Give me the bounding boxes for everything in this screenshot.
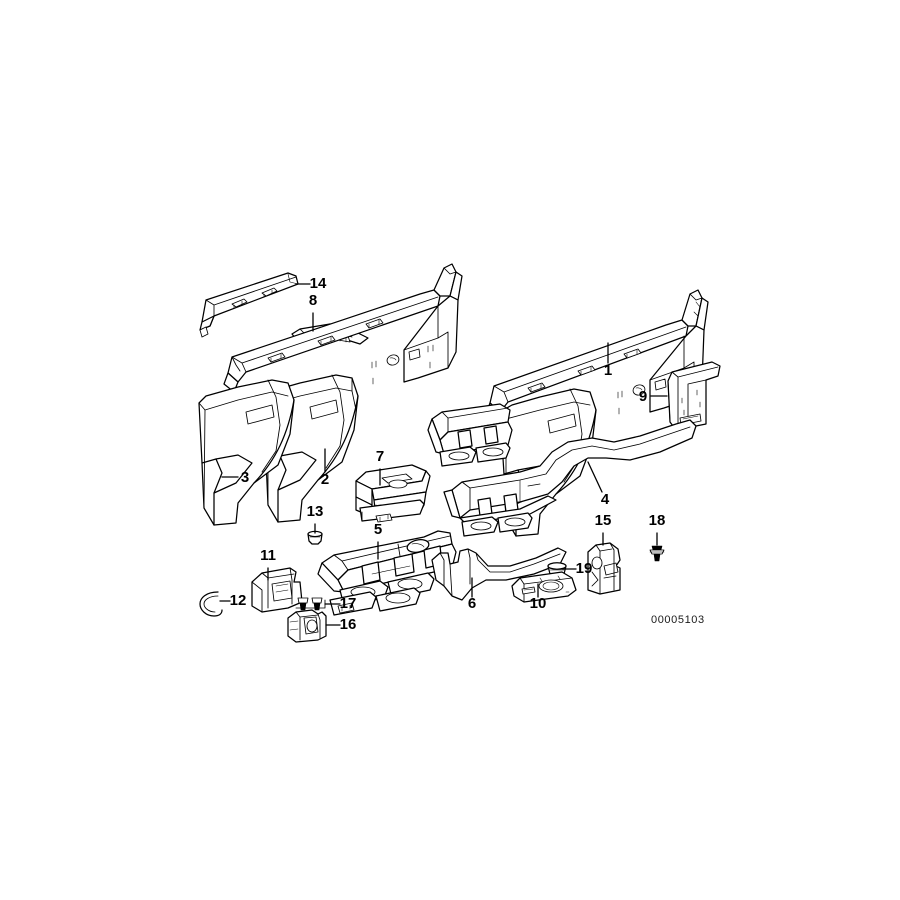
callout-4: 4 (587, 461, 610, 508)
part-10-cover-plate (511, 571, 577, 603)
callout-3: 3 (221, 469, 249, 486)
diagram-id-label: 00005103 (651, 614, 705, 626)
callout-5: 5 (374, 521, 382, 560)
part-14-upper-frame-rail (199, 272, 299, 338)
part-11-support-bracket (251, 567, 303, 613)
callout-number-15: 15 (595, 512, 612, 529)
callout-10: 10 (530, 583, 547, 612)
callout-13: 13 (307, 503, 324, 534)
callout-number-4: 4 (601, 491, 610, 508)
callout-number-9: 9 (639, 388, 647, 405)
part-5-front-side-member-left (317, 530, 457, 616)
callout-number-6: 6 (468, 595, 476, 612)
callout-number-18: 18 (649, 512, 666, 529)
callout-1: 1 (604, 342, 612, 379)
callout-14: 14 (295, 275, 327, 292)
callout-number-13: 13 (307, 503, 324, 520)
callout-number-19: 19 (576, 560, 593, 577)
callout-9: 9 (639, 388, 668, 405)
callout-number-14: 14 (310, 275, 327, 292)
part-3-wheelhouse-outer-panel (198, 379, 295, 526)
callout-17: 17 (324, 595, 357, 612)
callout-19: 19 (561, 560, 593, 577)
callout-number-3: 3 (241, 469, 249, 486)
part-18-expanding-rivet (649, 545, 665, 562)
part-19-blanking-cap (547, 562, 567, 575)
part-6-reinforcement-bracket (431, 547, 567, 601)
callout-number-2: 2 (321, 471, 329, 488)
callout-number-10: 10 (530, 595, 547, 612)
callout-number-5: 5 (374, 521, 382, 538)
part-13-sealing-plug (307, 530, 323, 545)
callout-number-1: 1 (604, 362, 612, 379)
callout-number-12: 12 (230, 592, 247, 609)
callout-11: 11 (260, 547, 276, 581)
part-17-hex-bolt-pair (295, 597, 326, 611)
callout-number-17: 17 (340, 595, 357, 612)
callout-number-16: 16 (340, 616, 357, 633)
callout-2: 2 (321, 448, 329, 488)
part-9-closing-panel (667, 361, 721, 431)
part-15-engine-mount-bracket (587, 542, 621, 595)
part-16-mounting-block (287, 609, 327, 643)
callout-7: 7 (376, 448, 384, 486)
part-7-mounting-bracket (355, 464, 431, 523)
callout-15: 15 (595, 512, 612, 546)
callout-18: 18 (649, 512, 666, 546)
part-12-retaining-clip (199, 591, 223, 617)
callout-number-11: 11 (260, 547, 276, 564)
callout-12: 12 (219, 592, 247, 609)
part-4-front-side-member-right (427, 403, 697, 537)
callout-16: 16 (325, 616, 357, 633)
callout-number-7: 7 (376, 448, 384, 465)
callout-6: 6 (468, 577, 476, 612)
callout-number-8: 8 (309, 292, 317, 309)
callout-leader-4 (587, 461, 603, 493)
callout-8: 8 (309, 292, 317, 332)
part-2b-side-panel-upper (223, 263, 463, 393)
